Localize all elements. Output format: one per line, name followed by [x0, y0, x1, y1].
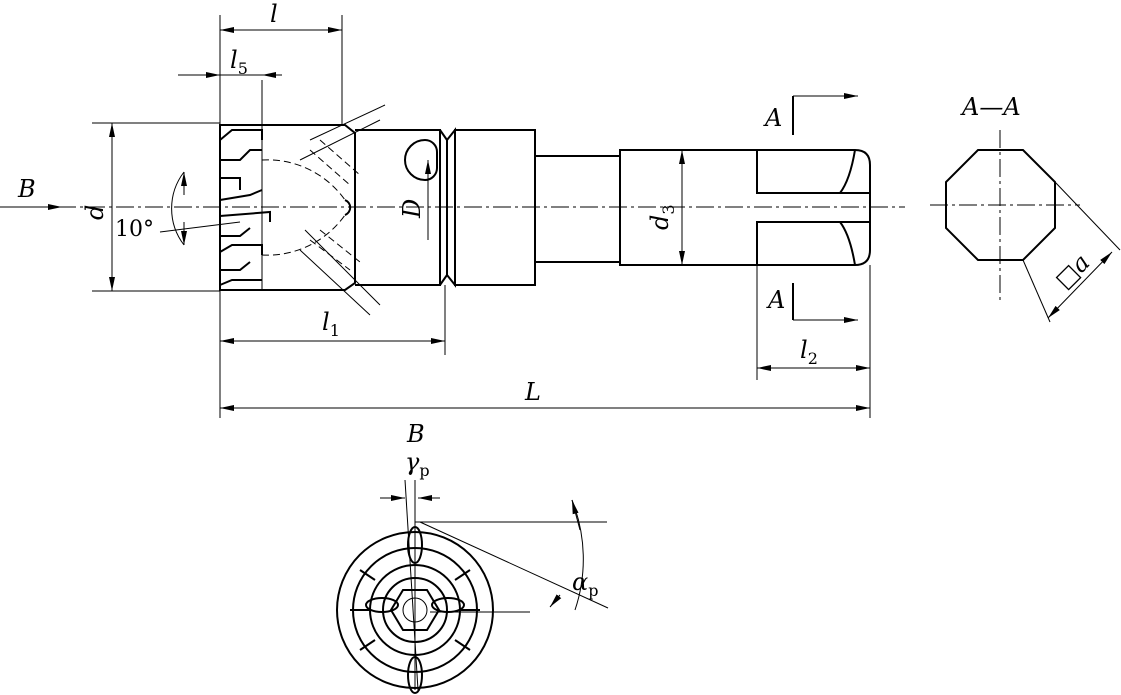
label-b-view: B — [406, 420, 425, 448]
label-l: l — [270, 0, 278, 28]
label-D: D — [398, 199, 426, 219]
dimension-l2: l2 — [756, 265, 871, 418]
svg-text:d3: d3 — [646, 204, 678, 230]
label-d3-sub: 3 — [659, 204, 678, 214]
svg-text:l1: l1 — [322, 308, 340, 340]
section-marker-a: A A — [763, 93, 858, 323]
label-a-bottom: A — [766, 286, 785, 314]
label-l2: l — [800, 336, 808, 364]
dimension-l1: l1 — [219, 285, 446, 418]
label-section: A—A — [960, 93, 1021, 121]
svg-text:γp: γp — [405, 448, 430, 480]
label-b-arrow: B — [17, 175, 36, 203]
dimension-d: d — [81, 122, 220, 292]
label-d3: d — [646, 215, 674, 230]
label-gamma-sub: p — [419, 461, 429, 480]
label-alpha-sub: p — [588, 581, 598, 600]
label-angle: 10° — [115, 217, 154, 242]
label-a-top: A — [763, 104, 782, 132]
cutter-body — [355, 127, 871, 288]
label-l5-sub: 5 — [238, 59, 248, 78]
label-l5: l — [230, 46, 238, 74]
svg-text:l5: l5 — [230, 46, 248, 78]
label-d: d — [81, 205, 109, 220]
label-alpha: α — [572, 568, 588, 596]
dimension-l: l — [219, 0, 343, 125]
dimension-L: L — [220, 378, 870, 411]
label-gamma: γ — [405, 448, 420, 476]
dimension-l5: l5 — [178, 46, 282, 78]
svg-text:l2: l2 — [800, 336, 818, 368]
label-l1-sub: 1 — [330, 321, 340, 340]
label-a-size: □a — [1049, 248, 1095, 294]
label-l2-sub: 2 — [808, 349, 818, 368]
label-L: L — [524, 378, 541, 406]
cutter-head — [219, 80, 386, 316]
end-view-b: B γp αp — [336, 420, 609, 694]
svg-text:αp: αp — [572, 568, 598, 600]
angle-10: 10° — [115, 171, 241, 246]
section-a-a: A—A □a — [930, 93, 1121, 323]
label-l1: l — [322, 308, 330, 336]
